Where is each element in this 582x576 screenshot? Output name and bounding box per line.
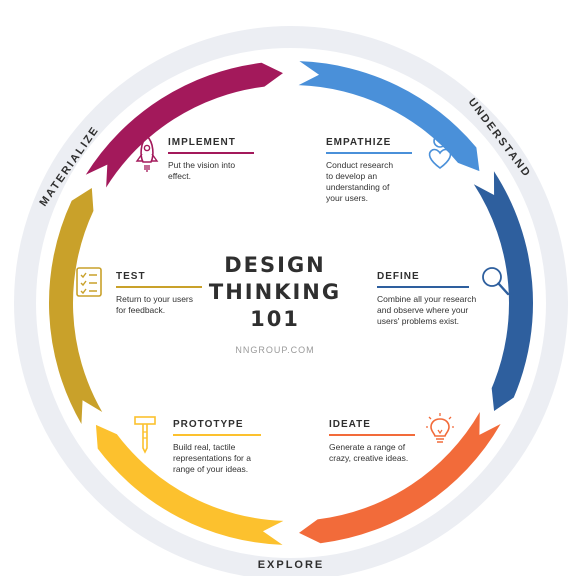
stage-title-empathize: EMPATHIZE: [326, 137, 412, 154]
arc-prototype: [95, 424, 284, 545]
stage-title-implement: IMPLEMENT: [168, 137, 254, 154]
stage-desc-line: range of your ideas.: [173, 464, 249, 474]
stage-desc-line: Build real, tactile: [173, 442, 236, 452]
stage-desc-line: to develop an: [326, 171, 378, 181]
stage-desc-implement: Put the vision into effect.: [168, 160, 254, 182]
lightbulb-icon: [425, 412, 455, 457]
stage-desc-ideate: Generate a range of crazy, creative idea…: [329, 442, 425, 464]
stage-empathize: EMPATHIZE Conduct research to develop an…: [326, 132, 412, 204]
arc-implement: [85, 62, 283, 188]
heart-person-icon: [425, 132, 455, 177]
stage-prototype: PROTOTYPE Build real, tactile representa…: [173, 414, 261, 475]
stage-title-define: DEFINE: [377, 271, 469, 288]
center-title-line-1: DESIGN: [224, 253, 326, 277]
stage-desc-line: Generate a range of: [329, 442, 406, 452]
stage-test: TEST Return to your users for feedback.: [116, 266, 202, 316]
stage-desc-line: your users.: [326, 193, 369, 203]
stage-title-test: TEST: [116, 271, 202, 288]
stage-arcs: [49, 61, 533, 545]
stage-desc-prototype: Build real, tactile representations for …: [173, 442, 273, 475]
arc-ideate: [299, 412, 501, 544]
stage-desc-line: users' problems exist.: [377, 316, 459, 326]
stage-desc-line: Combine all your research: [377, 294, 477, 304]
center-title-line-2: THINKING: [208, 280, 342, 304]
hammer-icon: [132, 414, 160, 459]
center-title: DESIGN THINKING 101: [205, 252, 345, 333]
stage-implement: IMPLEMENT Put the vision into effect.: [168, 132, 254, 182]
center-title-line-3: 101: [250, 307, 300, 331]
stage-desc-line: for feedback.: [116, 305, 166, 315]
stage-define: DEFINE Combine all your research and obs…: [377, 266, 476, 327]
stage-desc-test: Return to your users for feedback.: [116, 294, 202, 316]
stage-desc-line: Return to your users: [116, 294, 194, 304]
arc-empathize: [298, 61, 480, 172]
stage-title-ideate: IDEATE: [329, 419, 415, 436]
stage-desc-define: Combine all your research and observe wh…: [377, 294, 487, 327]
source-label: NNGROUP.COM: [235, 345, 315, 355]
stage-desc-line: crazy, creative ideas.: [329, 453, 409, 463]
arc-test: [49, 188, 103, 424]
stage-desc-line: understanding of: [326, 182, 390, 192]
stage-title-prototype: PROTOTYPE: [173, 419, 261, 436]
checklist-icon: [75, 266, 105, 305]
stage-desc-line: Put the vision into effect.: [168, 160, 236, 181]
stage-desc-empathize: Conduct research to develop an understan…: [326, 160, 412, 204]
arc-define: [473, 171, 533, 411]
magnifier-icon: [479, 264, 511, 303]
stage-desc-line: Conduct research: [326, 160, 394, 170]
rocket-icon: [132, 134, 162, 179]
outer-ring: [14, 26, 568, 576]
stage-desc-line: representations for a: [173, 453, 251, 463]
stage-desc-line: and observe where your: [377, 305, 469, 315]
stage-ideate: IDEATE Generate a range of crazy, creati…: [329, 414, 415, 464]
phase-label-explore: EXPLORE: [258, 559, 325, 571]
